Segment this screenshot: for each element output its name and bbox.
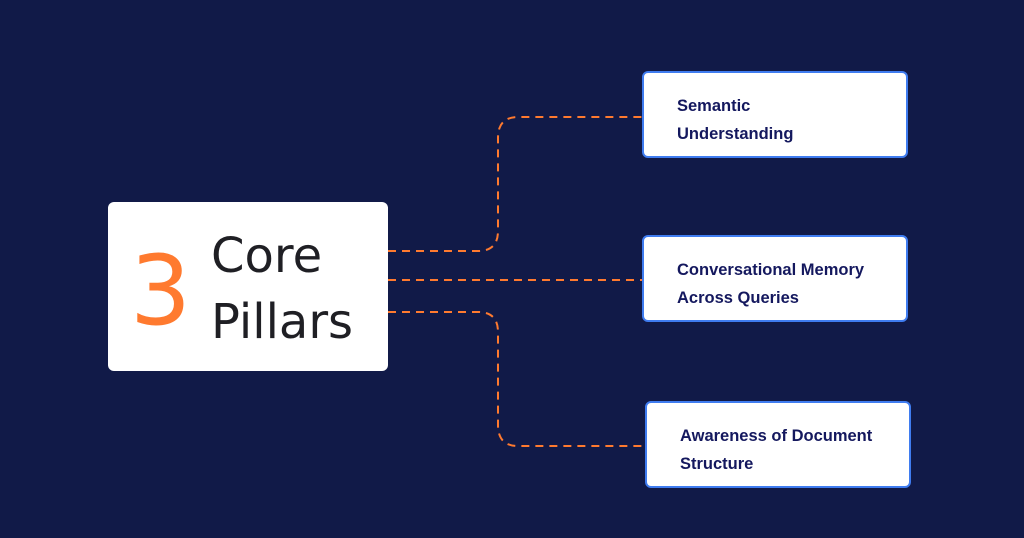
- pillar-text: Conversational Memory Across Queries: [677, 256, 864, 312]
- pillar-text: Awareness of Document Structure: [680, 422, 872, 478]
- pillar-text-line: Across Queries: [677, 289, 799, 307]
- pillar-card-conversational-memory: Conversational Memory Across Queries: [642, 235, 908, 322]
- pillar-card-semantic-understanding: Semantic Understanding: [642, 71, 908, 158]
- pillar-text-line: Conversational Memory: [677, 261, 865, 279]
- pillar-text-line: Awareness of Document: [680, 427, 873, 445]
- pillar-text: Semantic Understanding: [677, 92, 793, 148]
- pillar-text-line: Semantic: [677, 97, 751, 115]
- pillars-label: Pillars: [211, 294, 354, 350]
- pillar-card-document-structure: Awareness of Document Structure: [645, 401, 911, 488]
- pillar-text-line: Understanding: [677, 125, 794, 143]
- core-pillars-card: [108, 202, 388, 371]
- connector-top: [388, 116, 642, 252]
- pillar-text-line: Structure: [680, 455, 754, 473]
- core-label: Core: [211, 228, 323, 284]
- connector-bottom: [388, 311, 645, 447]
- pillar-count-number: 3: [130, 235, 192, 347]
